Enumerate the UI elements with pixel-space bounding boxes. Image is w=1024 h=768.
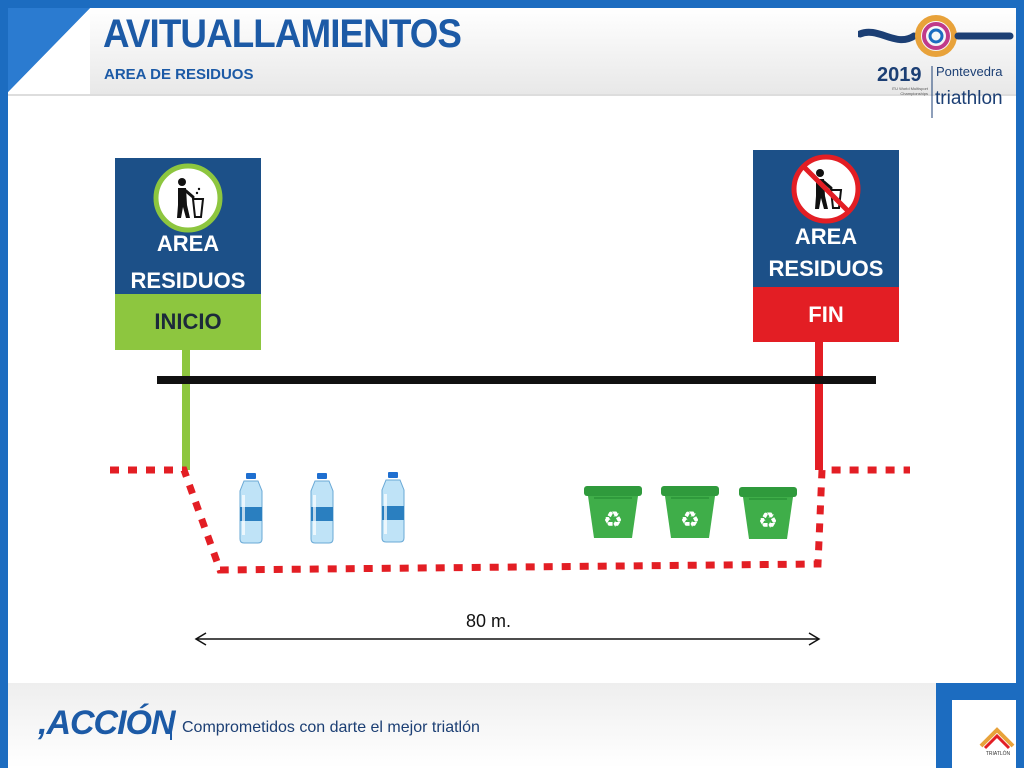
water-bottle-icon bbox=[381, 472, 405, 543]
recycling-bin-icon: ♻ bbox=[739, 487, 797, 539]
svg-text:♻: ♻ bbox=[680, 508, 700, 533]
recycling-bin-icon: ♻ bbox=[661, 486, 719, 538]
corner-logo-text: TRIATLÓN bbox=[985, 751, 1011, 757]
footer-brand: ,ACCIÓN bbox=[38, 704, 176, 742]
logo-ring-magenta bbox=[922, 22, 950, 50]
course-line bbox=[157, 376, 876, 384]
water-bottle-icon bbox=[239, 473, 263, 544]
end-sign-footer: FIN bbox=[753, 287, 899, 342]
start-sign-line2: RESIDUOS bbox=[130, 268, 246, 293]
logo-ring-orange bbox=[915, 15, 957, 57]
logo-city: Pontevedra bbox=[936, 64, 1003, 79]
event-logo bbox=[858, 15, 1014, 118]
logo-fine-print: ITU World Multisport Championships bbox=[891, 86, 928, 96]
svg-text:♻: ♻ bbox=[603, 508, 623, 533]
distance-arrow-left-head bbox=[194, 632, 207, 646]
waste-zone-boundary bbox=[110, 466, 910, 574]
logo-ring-blue bbox=[928, 28, 944, 44]
corner-logo bbox=[979, 727, 1015, 750]
logo-brand: triathlon bbox=[935, 88, 1003, 109]
svg-text:♻: ♻ bbox=[758, 509, 778, 534]
logo-year: 2019 bbox=[877, 64, 922, 86]
start-sign-post bbox=[182, 348, 190, 470]
end-sign: AREA RESIDUOS FIN bbox=[753, 150, 899, 342]
end-sign-line1: AREA bbox=[794, 224, 858, 249]
footer-tagline: Comprometidos con darte el mejor triatló… bbox=[182, 719, 480, 736]
start-sign-line1: AREA bbox=[156, 231, 220, 256]
recycling-bin-icon: ♻ bbox=[584, 486, 642, 538]
water-bottle-icon bbox=[310, 473, 334, 544]
no-littering-icon bbox=[791, 154, 861, 224]
footer-separator bbox=[170, 718, 172, 740]
person-disposing-trash-icon bbox=[153, 163, 223, 233]
distance-arrow-right-head bbox=[808, 632, 821, 646]
distance-label: 80 m. bbox=[466, 611, 512, 631]
end-sign-line2: RESIDUOS bbox=[768, 256, 884, 281]
logo-swoosh-left bbox=[858, 28, 918, 44]
start-sign-footer: INICIO bbox=[115, 294, 261, 350]
page-subtitle: AREA DE RESIDUOS bbox=[104, 66, 254, 83]
page-title: AVITUALLAMIENTOS bbox=[103, 12, 462, 56]
start-sign: AREA RESIDUOS INICIO bbox=[115, 158, 261, 350]
end-sign-post bbox=[815, 340, 823, 470]
